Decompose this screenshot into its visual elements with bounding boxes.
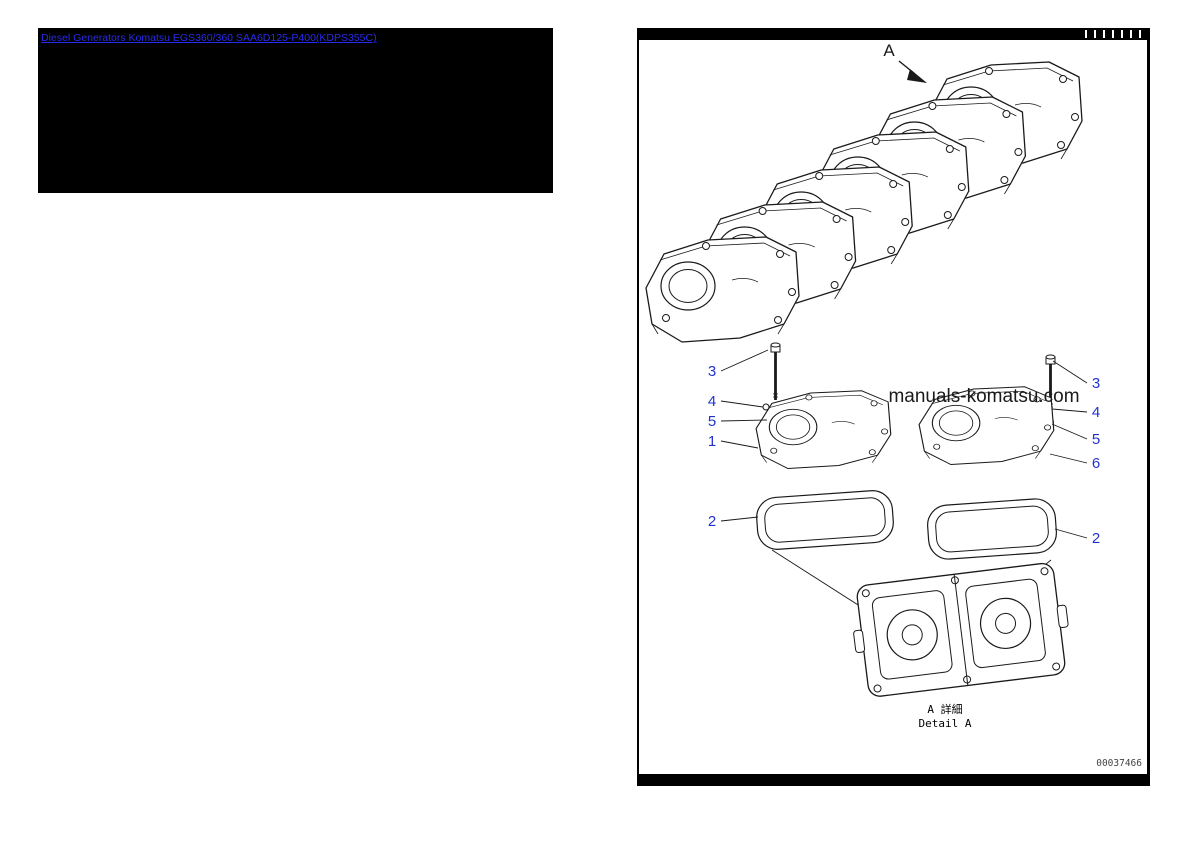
drawing-number: 00037466 [1096,758,1142,769]
left-border [637,28,639,786]
callout-5-left[interactable]: 5 [708,413,716,430]
callout-5-right[interactable]: 5 [1092,431,1100,448]
top-border-bar [637,28,1150,40]
parts-diagram-panel: A [637,28,1150,786]
callout-3-right[interactable]: 3 [1092,375,1100,392]
view-arrow-a: A [883,41,927,83]
callout-1-left[interactable]: 1 [708,433,716,450]
gasket-right [927,498,1057,560]
right-border [1147,28,1150,786]
cylinder-head-housing [853,562,1069,697]
bottom-border-bar [637,774,1150,786]
callout-3-left[interactable]: 3 [708,363,716,380]
valve-cover-cascade [645,61,1083,343]
valve-cover-1 [645,236,800,343]
detail-caption-jp: A 詳細 [927,702,962,716]
view-arrow-head-icon [907,69,927,83]
callout-4-right[interactable]: 4 [1092,404,1100,421]
callout-4-left[interactable]: 4 [708,393,716,410]
exploded-cover-left [755,390,892,470]
detail-caption-en: Detail A [919,717,972,730]
gasket-left [756,490,894,550]
bolt-left [770,342,781,400]
callout-6-right[interactable]: 6 [1092,455,1100,472]
product-link[interactable]: Diesel Generators Komatsu EGS360/360 SAA… [41,32,377,44]
leader-lines-right [1049,360,1088,539]
view-arrow-label: A [883,41,895,60]
callout-2-right[interactable]: 2 [1092,530,1100,547]
parts-diagram-svg: A [645,41,1142,769]
leader-lines-left [720,349,769,522]
ruler-ticks [1078,30,1142,38]
header-banner: Diesel Generators Komatsu EGS360/360 SAA… [38,28,553,193]
watermark-text: manuals-komatsu.com [888,386,1079,407]
callout-2-left[interactable]: 2 [708,513,716,530]
